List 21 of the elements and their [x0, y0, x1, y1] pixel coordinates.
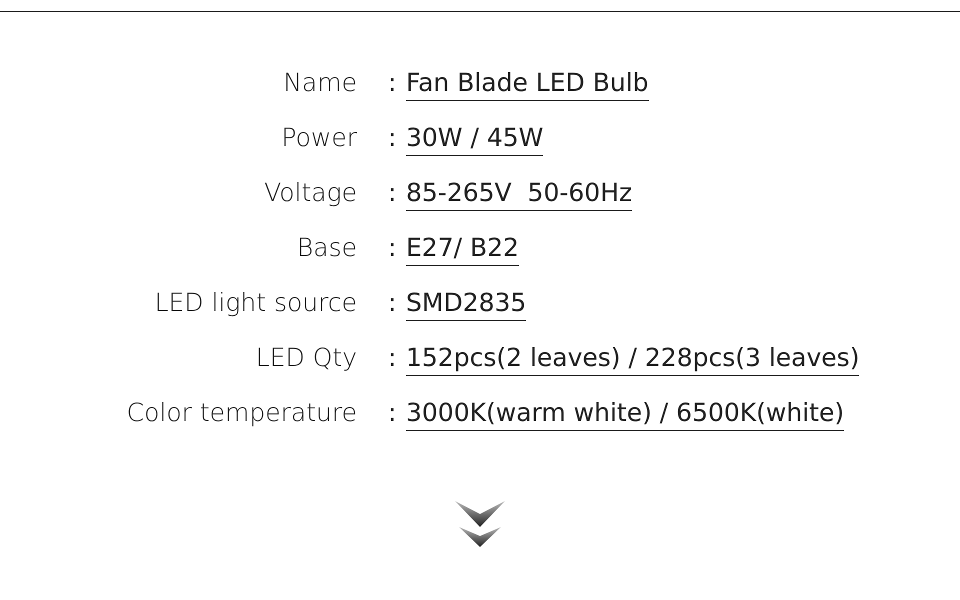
field-label: LED light source	[154, 288, 357, 318]
field-label: Color temperature	[126, 398, 357, 428]
separator: :	[388, 178, 396, 208]
field-label: Power	[281, 123, 357, 153]
field-label: Name	[283, 68, 357, 98]
field-label: Voltage	[264, 178, 357, 208]
separator: :	[388, 398, 396, 428]
separator: :	[388, 68, 396, 98]
field-label: Base	[296, 233, 357, 263]
separator: :	[388, 288, 396, 318]
field-value: SMD2835	[406, 288, 526, 321]
field-value: 152pcs(2 leaves) / 228pcs(3 leaves)	[406, 343, 860, 376]
separator: :	[388, 233, 396, 263]
separator: :	[388, 343, 396, 373]
field-value: E27/ B22	[406, 233, 519, 266]
field-value: Fan Blade LED Bulb	[406, 68, 649, 101]
field-value: 85-265V 50-60Hz	[406, 178, 632, 211]
field-value: 30W / 45W	[406, 123, 544, 156]
field-value: 3000K(warm white) / 6500K(white)	[406, 398, 844, 431]
field-label: LED Qty	[256, 343, 357, 373]
separator: :	[388, 123, 396, 153]
